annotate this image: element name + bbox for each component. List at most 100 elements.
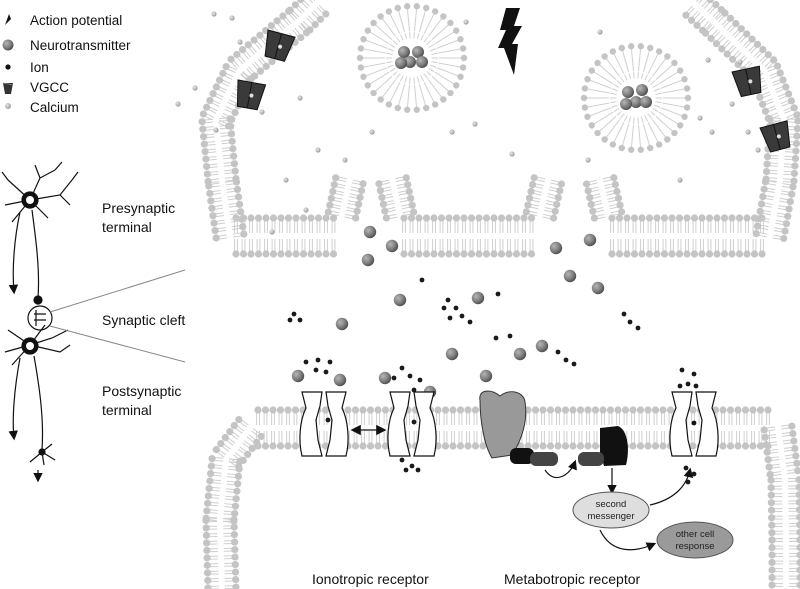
lipid	[728, 214, 736, 233]
lipid	[675, 239, 684, 258]
lipid	[348, 193, 364, 202]
lipid	[379, 200, 395, 208]
lipid	[789, 573, 800, 582]
lipid	[398, 187, 413, 196]
lipid	[761, 433, 777, 441]
lipid	[546, 431, 555, 450]
lipid	[350, 186, 366, 195]
lipid	[707, 29, 721, 43]
lipid	[407, 214, 416, 233]
lipid	[582, 179, 598, 188]
lipid	[207, 462, 223, 470]
lipid	[788, 506, 800, 514]
ionotropic-receptor-right	[387, 391, 437, 457]
vgcc-channels	[236, 29, 791, 153]
lipid	[381, 206, 396, 215]
calcium	[509, 151, 515, 157]
lipid	[782, 177, 798, 185]
lipid	[251, 428, 265, 440]
lipid	[768, 514, 783, 522]
lipid	[772, 234, 788, 243]
lipid	[591, 406, 600, 425]
lipid	[758, 239, 766, 258]
lipid	[788, 513, 800, 521]
lipid	[755, 215, 771, 223]
lipid	[651, 431, 660, 450]
lipid	[608, 201, 624, 210]
lipid	[206, 96, 221, 107]
postsynaptic-label-line2: terminal	[102, 402, 152, 418]
lipid	[247, 239, 255, 258]
lipid	[690, 214, 699, 233]
lipid	[284, 239, 293, 258]
lipid	[522, 208, 538, 217]
neurotransmitter	[385, 239, 399, 253]
lipid	[222, 63, 237, 74]
ion	[419, 277, 425, 283]
calcium	[211, 11, 217, 17]
lipid	[402, 208, 418, 217]
lipid	[644, 431, 652, 450]
lipid	[471, 431, 480, 450]
ion	[571, 361, 577, 367]
lipid	[763, 153, 779, 161]
calcium	[463, 19, 469, 25]
lipid	[591, 431, 600, 450]
lipid	[720, 214, 729, 233]
ion	[685, 381, 691, 387]
lipid	[441, 431, 450, 450]
lipid	[276, 406, 285, 425]
lipid	[211, 226, 227, 235]
lipid	[630, 214, 639, 233]
lipid	[584, 431, 592, 450]
lipid	[525, 194, 541, 203]
lipid	[768, 521, 783, 529]
ion	[691, 371, 697, 377]
lipid	[203, 499, 219, 507]
lipid	[599, 406, 607, 425]
lipid	[238, 46, 252, 60]
calcium	[697, 115, 703, 121]
ion	[391, 375, 397, 381]
lipid	[286, 6, 300, 20]
lipid	[204, 177, 220, 185]
lipid	[773, 227, 789, 235]
lipid	[719, 406, 727, 425]
lipid	[776, 212, 792, 220]
lipid	[682, 5, 695, 19]
synaptic-cleft-label: Synaptic cleft	[102, 312, 185, 328]
lipid	[590, 213, 606, 222]
lipid	[608, 214, 616, 233]
lipid	[307, 214, 315, 233]
lipid	[767, 476, 783, 484]
lipid	[638, 239, 646, 258]
neurotransmitter	[620, 98, 632, 110]
lipid	[208, 204, 224, 212]
lipid	[254, 239, 263, 258]
calcium	[472, 121, 478, 127]
lipid	[705, 239, 714, 258]
lipid	[701, 0, 714, 9]
ion-icon	[5, 64, 11, 70]
lipid	[223, 530, 239, 539]
lipid	[366, 431, 375, 450]
ion	[679, 367, 685, 373]
ion	[303, 359, 309, 365]
lipid	[221, 112, 236, 123]
lipid	[721, 14, 735, 28]
ion	[459, 313, 465, 319]
lipid	[781, 429, 797, 438]
lipid	[651, 406, 660, 425]
lipid	[783, 104, 798, 114]
lipid	[741, 431, 750, 450]
neurotransmitter	[398, 46, 410, 58]
lipid	[490, 239, 498, 258]
lipid	[482, 214, 491, 233]
lipid	[326, 201, 341, 210]
lipid	[614, 406, 622, 425]
lipid	[729, 50, 742, 63]
lipid	[300, 20, 314, 34]
lipid	[223, 510, 239, 518]
lipid	[273, 17, 286, 31]
